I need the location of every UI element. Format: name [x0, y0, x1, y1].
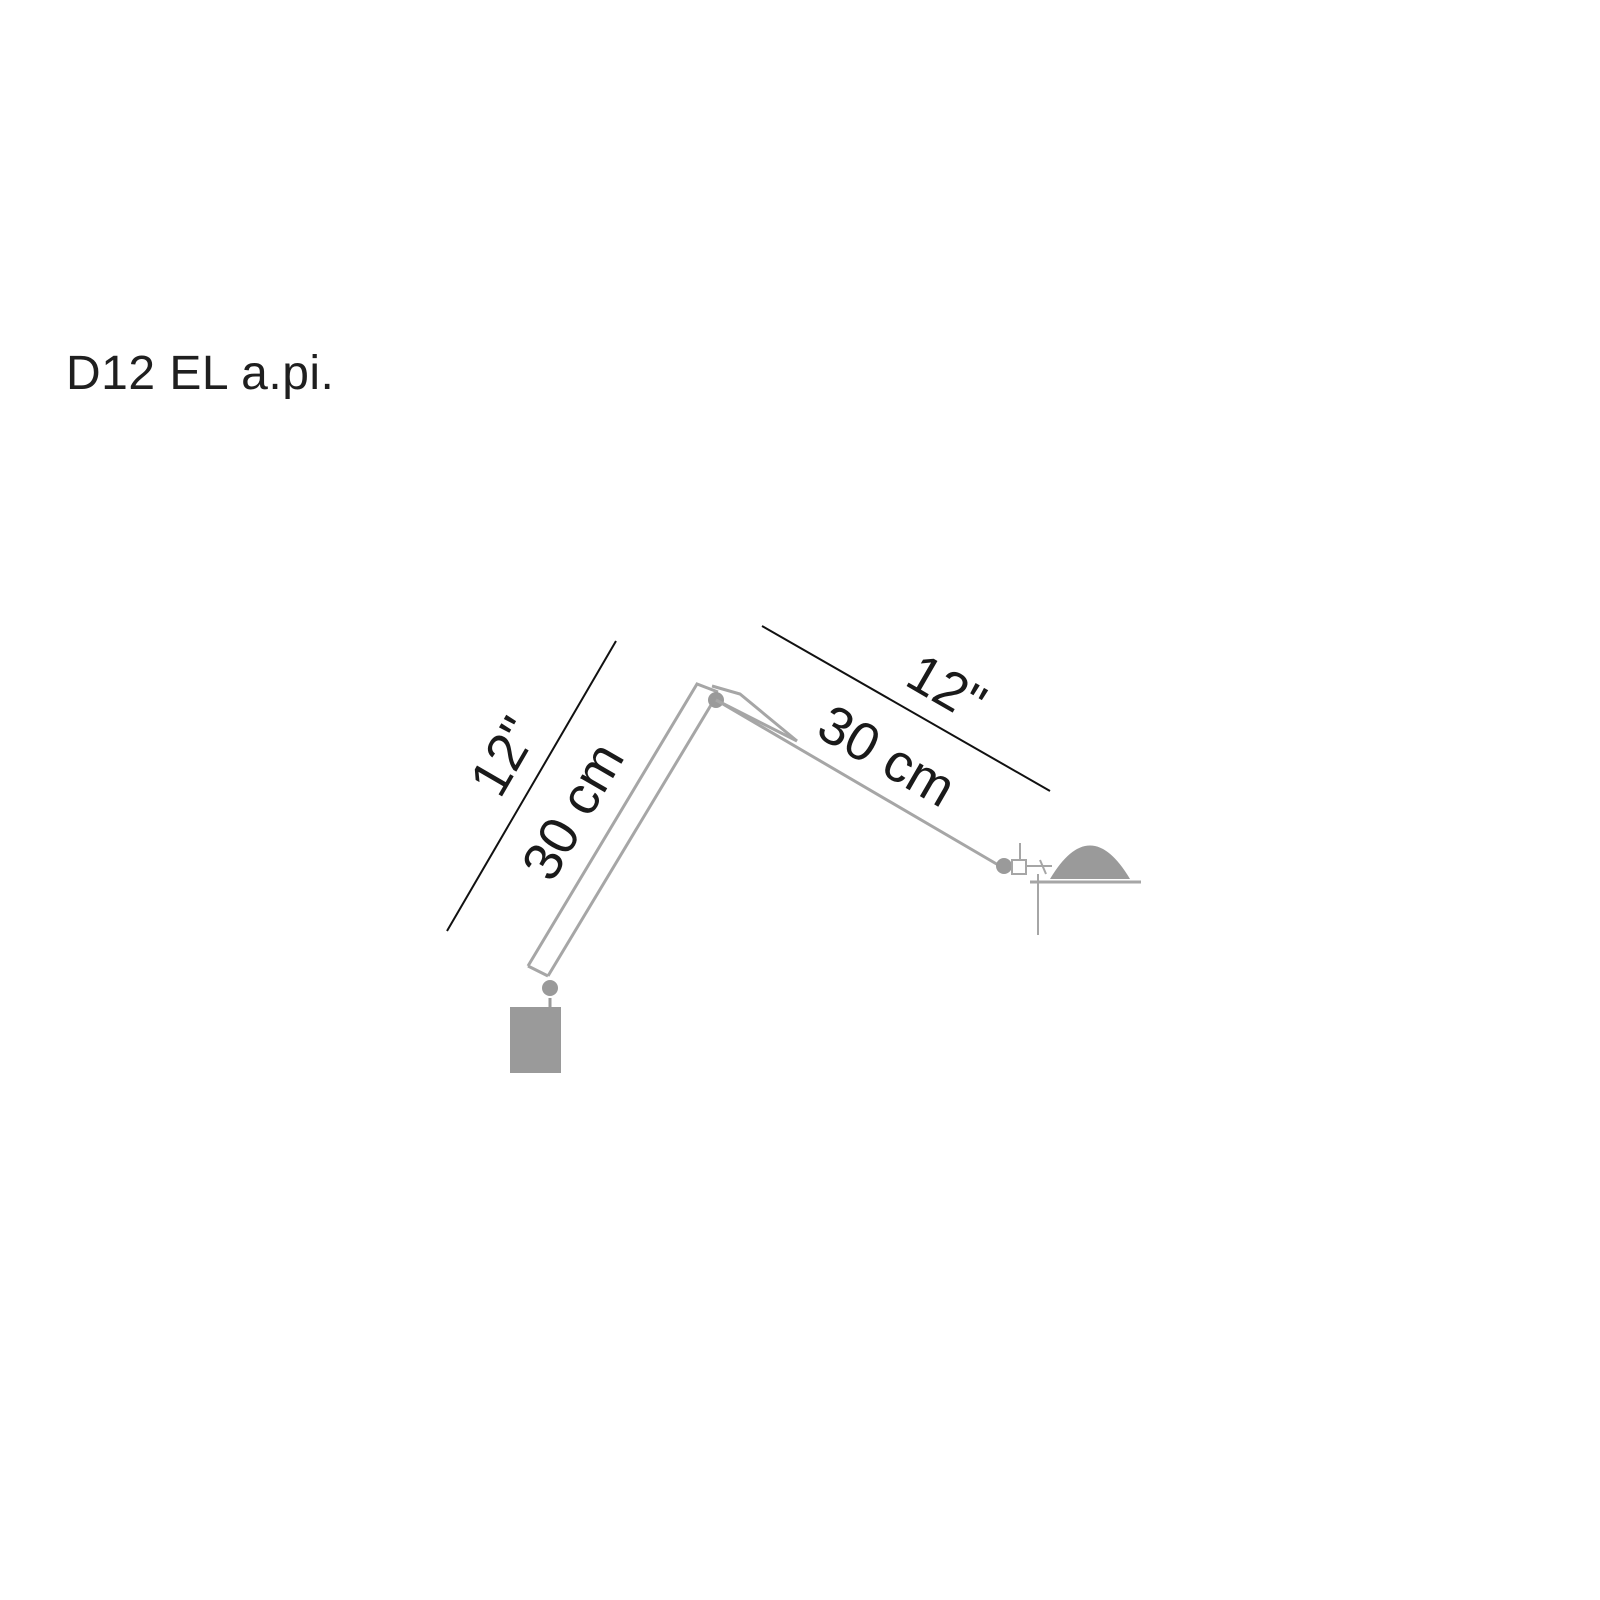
lower-arm-imperial-label: 12"	[458, 707, 550, 806]
head-connector	[1011, 843, 1052, 875]
product-title: D12 EL a.pi.	[66, 347, 335, 400]
base-pivot	[542, 980, 558, 996]
upper-arm-dimension-line	[761, 625, 1051, 792]
upper-arm-imperial-label: 12"	[897, 642, 996, 734]
lamp-shade	[1050, 845, 1130, 879]
elbow-bracket	[711, 684, 798, 743]
lower-arm-dimension-line	[446, 640, 617, 932]
head-pivot	[996, 858, 1012, 874]
lamp-base	[510, 1007, 561, 1073]
upper-arm	[715, 698, 1001, 868]
lower-arm	[526, 682, 719, 978]
